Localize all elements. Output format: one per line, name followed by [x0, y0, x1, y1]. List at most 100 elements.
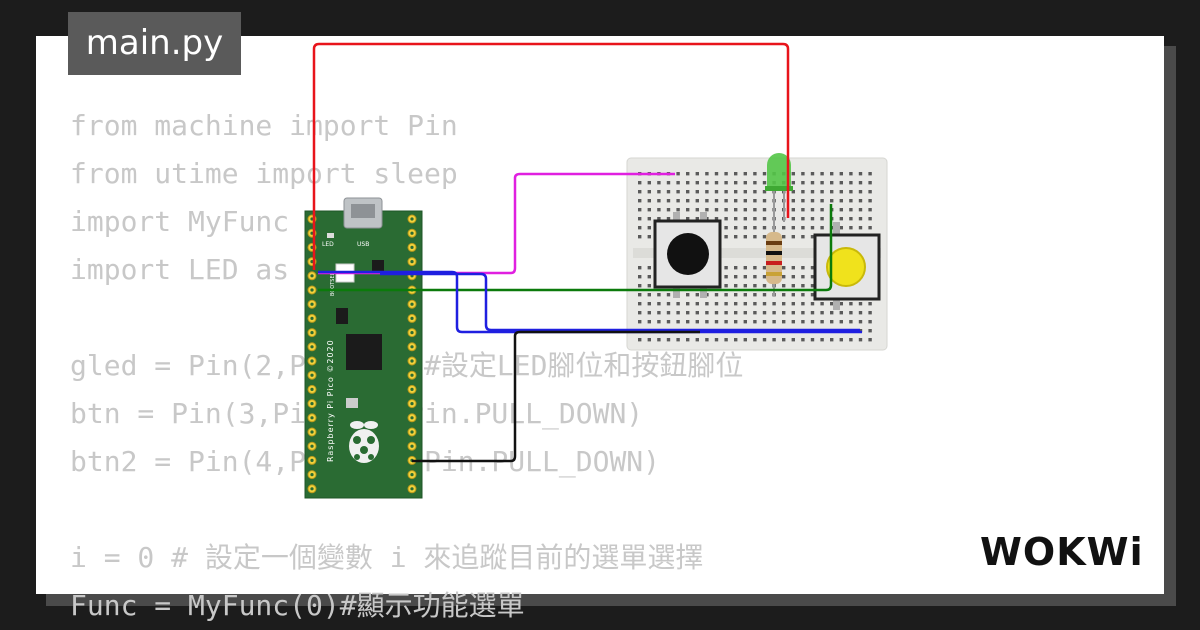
breadboard-hole: [647, 266, 651, 270]
breadboard-hole: [734, 172, 738, 176]
breadboard-hole: [686, 199, 690, 203]
breadboard-hole: [791, 181, 795, 185]
pico-pins: [307, 214, 417, 494]
breadboard-hole: [868, 199, 872, 203]
breadboard-hole: [666, 190, 671, 194]
breadboard-hole: [820, 217, 824, 221]
breadboard-hole: [801, 293, 805, 297]
breadboard-hole: [762, 275, 767, 279]
code-line: import MyFunc: [70, 205, 290, 238]
breadboard-hole: [743, 320, 747, 324]
breadboard-hole: [830, 190, 834, 194]
wire-green[interactable]: [318, 204, 833, 292]
pico-pin-hole: [410, 345, 414, 349]
breadboard-hole: [734, 302, 738, 306]
pushbutton-yellow-icon[interactable]: [813, 222, 881, 310]
breadboard-hole: [839, 217, 843, 221]
breadboard-hole: [695, 302, 699, 306]
wire-red[interactable]: [312, 42, 790, 270]
breadboard-hole: [791, 311, 795, 315]
breadboard-hole: [810, 172, 815, 176]
breadboard-hole: [753, 226, 757, 230]
breadboard-hole: [647, 199, 651, 203]
breadboard-hole: [801, 266, 805, 270]
breadboard-hole: [657, 320, 661, 324]
breadboard-hole: [695, 293, 699, 297]
breadboard-hole: [686, 311, 690, 315]
breadboard-hole: [810, 199, 815, 203]
breadboard-hole: [830, 338, 834, 342]
breadboard-hole: [666, 302, 671, 306]
breadboard-hole: [705, 181, 709, 185]
pico-board: LED USB BOOTSEL Raspberry Pi Pico ©2020: [304, 197, 423, 499]
breadboard-hole: [714, 181, 719, 185]
breadboard-hole: [820, 338, 824, 342]
breadboard-hole: [839, 302, 843, 306]
breadboard-hole: [743, 302, 747, 306]
breadboard-hole: [714, 199, 719, 203]
breadboard-hole: [762, 190, 767, 194]
breadboard: [626, 157, 888, 351]
breadboard-hole: [743, 181, 747, 185]
breadboard-hole: [753, 311, 757, 315]
breadboard-hole: [810, 208, 815, 212]
breadboard-hole: [801, 208, 805, 212]
breadboard-hole: [657, 311, 661, 315]
breadboard-hole: [839, 226, 843, 230]
breadboard-hole: [647, 275, 651, 279]
breadboard-hole: [724, 199, 728, 203]
pushbutton-black-icon[interactable]: [653, 212, 722, 298]
wire-blue[interactable]: [318, 270, 862, 334]
wire-magenta[interactable]: [318, 172, 675, 275]
breadboard-hole: [743, 338, 747, 342]
pico-pin-hole: [310, 316, 314, 320]
pico-pin-hole: [310, 430, 314, 434]
breadboard-hole: [801, 226, 805, 230]
breadboard-hole: [743, 311, 747, 315]
breadboard-hole: [791, 226, 795, 230]
breadboard-hole: [791, 172, 795, 176]
breadboard-hole: [801, 302, 805, 306]
breadboard-hole: [868, 226, 872, 230]
breadboard-hole: [686, 302, 690, 306]
breadboard-hole: [686, 293, 690, 297]
breadboard-hole: [753, 293, 757, 297]
wire-black[interactable]: [412, 330, 700, 463]
breadboard-hole: [753, 266, 757, 270]
breadboard-hole: [772, 302, 776, 306]
code-line: Func = MyFunc(0)#顯示功能選單: [70, 589, 525, 622]
pico-pin-hole: [310, 387, 314, 391]
breadboard-hole: [782, 275, 786, 279]
breadboard-hole: [647, 217, 651, 221]
breadboard-hole: [753, 320, 757, 324]
breadboard-hole: [695, 338, 699, 342]
breadboard-hole: [762, 181, 767, 185]
breadboard-hole: [714, 293, 719, 297]
pico-pin-hole: [410, 473, 414, 477]
breadboard-hole: [724, 217, 728, 221]
breadboard-hole: [724, 190, 728, 194]
breadboard-hole: [820, 172, 824, 176]
breadboard-hole: [820, 320, 824, 324]
file-tab[interactable]: main.py: [68, 12, 241, 75]
breadboard-hole: [849, 302, 853, 306]
breadboard-hole: [647, 226, 651, 230]
breadboard-hole: [743, 293, 747, 297]
breadboard-hole: [638, 235, 642, 239]
breadboard-hole: [734, 275, 738, 279]
wire-blue-2[interactable]: [380, 272, 860, 332]
breadboard-hole: [676, 302, 680, 306]
breadboard-hole: [849, 217, 853, 221]
breadboard-hole: [762, 320, 767, 324]
breadboard-hole: [810, 284, 815, 288]
breadboard-hole: [666, 338, 671, 342]
green-led-icon[interactable]: [765, 153, 793, 222]
breadboard-hole: [638, 226, 642, 230]
pico-pin-hole: [410, 331, 414, 335]
breadboard-hole: [849, 338, 853, 342]
resistor-icon[interactable]: [766, 215, 782, 296]
breadboard-hole: [753, 235, 757, 239]
breadboard-hole: [705, 172, 709, 176]
breadboard-hole: [772, 311, 776, 315]
breadboard-hole: [734, 338, 738, 342]
